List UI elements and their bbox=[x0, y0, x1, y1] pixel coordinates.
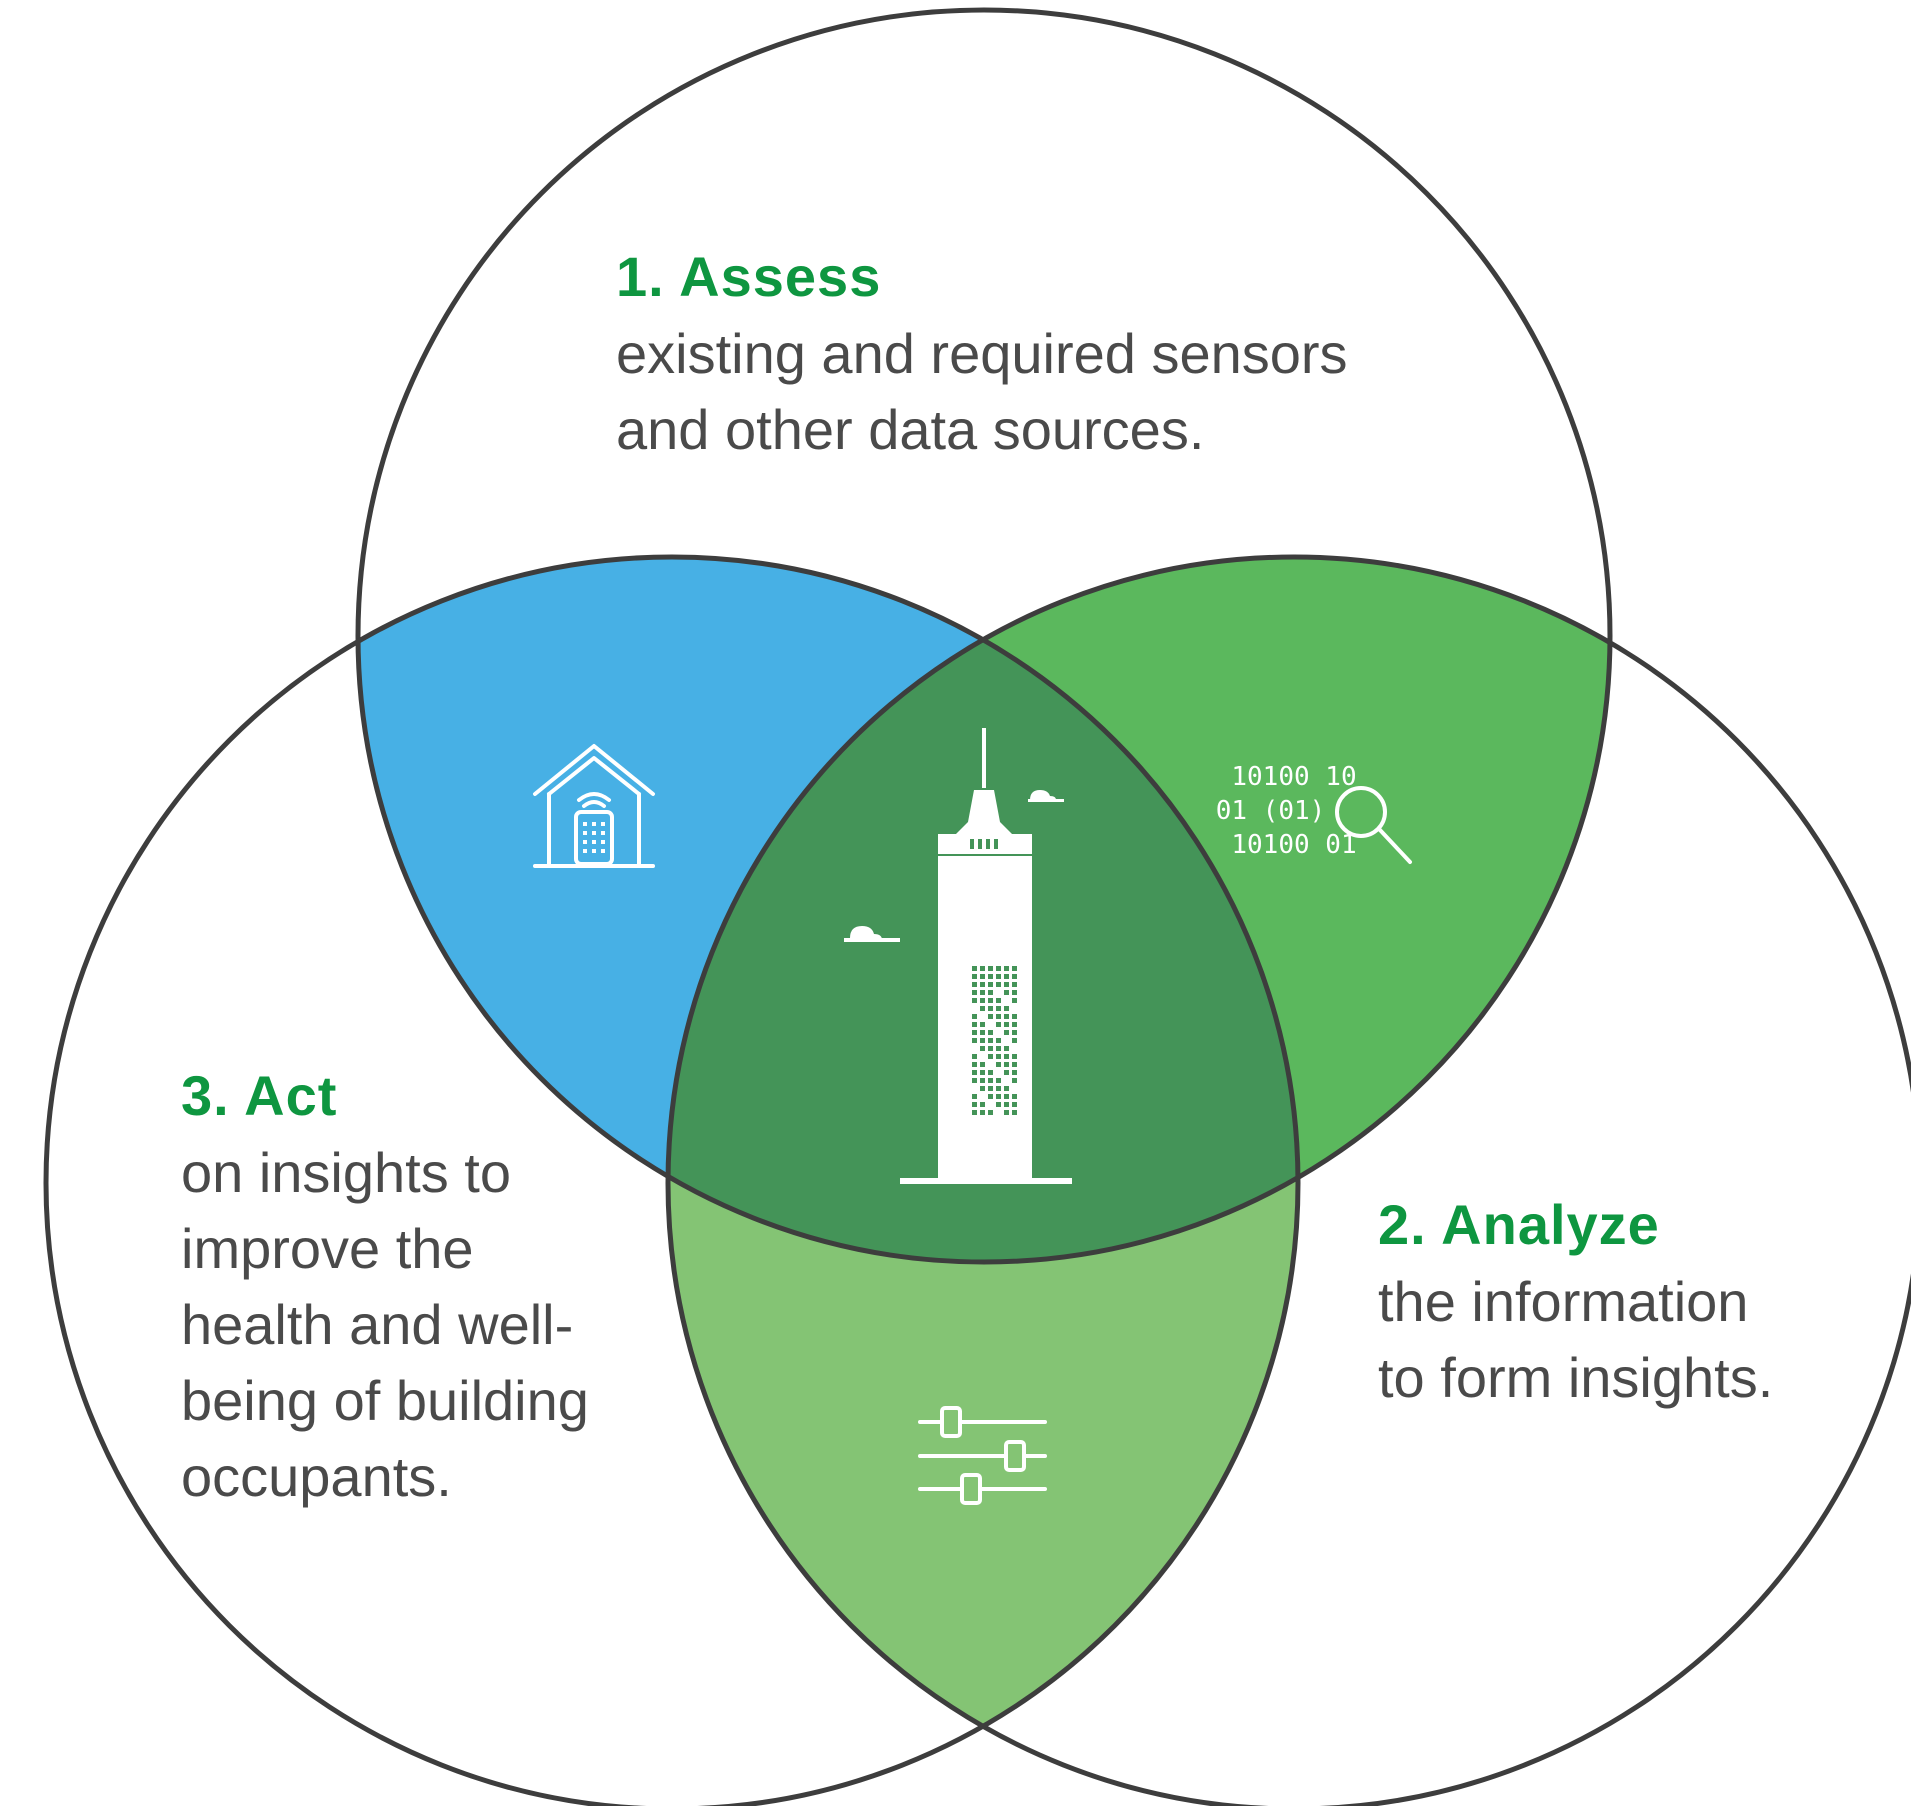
circle-act bbox=[43, 554, 1301, 1806]
step-analyze-label: 2. Analyze the information to form insig… bbox=[1378, 1186, 1898, 1416]
circle-assess bbox=[355, 7, 1613, 1265]
binary-data-search-icon: 10100 10 01 (01) 01 10100 01 bbox=[1216, 762, 1412, 864]
skyscraper-building-icon bbox=[844, 728, 1072, 1184]
step-assess-line-1: existing and required sensors bbox=[616, 322, 1348, 385]
step-analyze-title: 2. Analyze bbox=[1378, 1193, 1660, 1256]
step-act-label: 3. Act on insights to improve the health… bbox=[181, 1057, 701, 1515]
step-analyze-line-2: to form insights. bbox=[1378, 1346, 1774, 1409]
svg-text:10100 10: 10100 10 bbox=[1231, 762, 1356, 792]
step-assess-label: 1. Assess existing and required sensors … bbox=[616, 238, 1516, 468]
step-assess-line-2: and other data sources. bbox=[616, 398, 1205, 461]
svg-text:10100 01: 10100 01 bbox=[1231, 830, 1356, 860]
step-act-line-3: health and well- bbox=[181, 1293, 574, 1356]
step-act-line-5: occupants. bbox=[181, 1445, 452, 1508]
step-analyze-line-1: the information bbox=[1378, 1270, 1749, 1333]
step-act-title: 3. Act bbox=[181, 1064, 338, 1127]
step-act-line-1: on insights to bbox=[181, 1141, 511, 1204]
control-sliders-icon bbox=[918, 1406, 1047, 1505]
step-assess-title: 1. Assess bbox=[616, 245, 882, 308]
circle-analyze bbox=[665, 554, 1911, 1806]
step-act-line-2: improve the bbox=[181, 1217, 474, 1280]
step-act-line-4: being of building bbox=[181, 1369, 589, 1432]
smart-home-remote-icon bbox=[533, 744, 655, 868]
